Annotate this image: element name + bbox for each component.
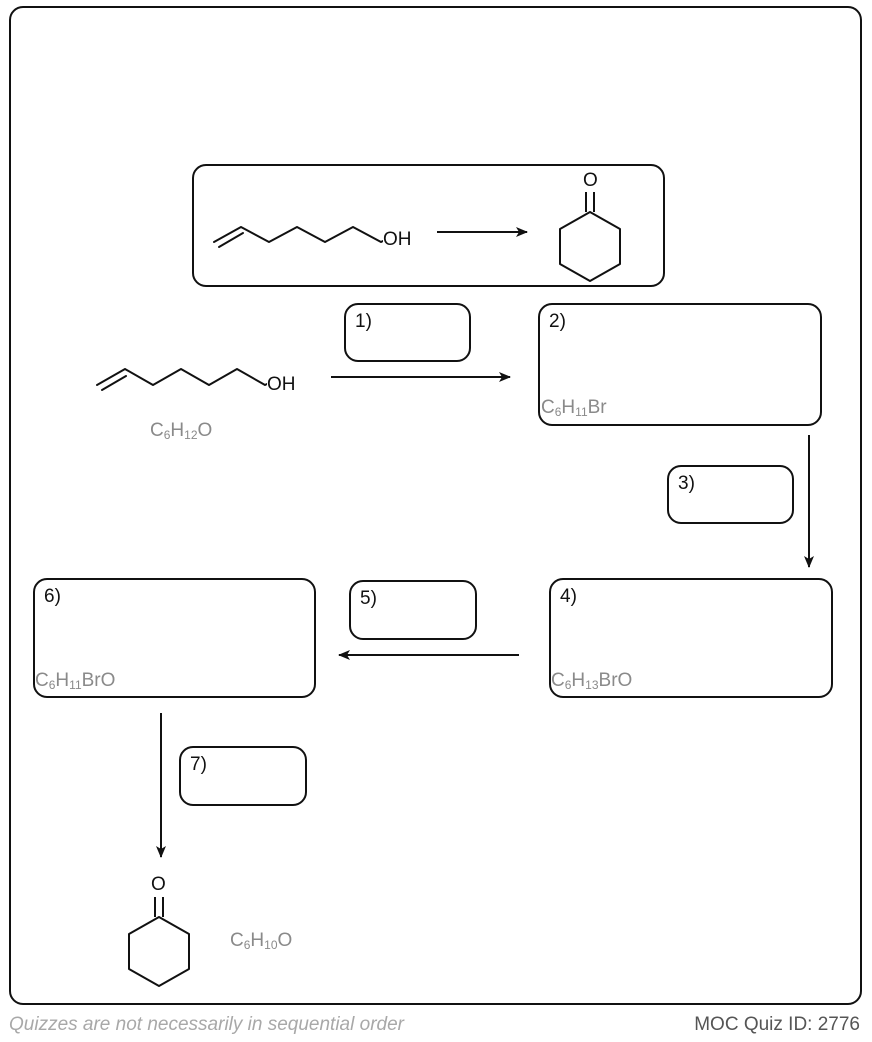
step-1-label: 1)	[355, 311, 372, 332]
box4-formula: C6H13BrO	[551, 670, 632, 692]
summary-cyclohexanone-structure	[559, 192, 621, 282]
formula-part: O	[277, 930, 293, 951]
summary-hexenol-structure	[213, 226, 384, 248]
formula-sub: 10	[264, 938, 278, 952]
formula-sub: 6	[48, 678, 56, 692]
step-1-box[interactable]: 1)	[344, 303, 471, 362]
formula-part: C	[541, 397, 555, 418]
end-formula: C6H10O	[230, 930, 292, 952]
formula-part: H	[55, 670, 70, 691]
summary-oh-label: OH	[383, 229, 412, 251]
formula-sub: 12	[184, 428, 198, 442]
start-hexenol-structure	[96, 368, 268, 391]
summary-o-label: O	[583, 170, 598, 191]
formula-part: O	[197, 420, 213, 441]
step-7-label: 7)	[190, 754, 207, 775]
start-formula: C6H12O	[150, 420, 212, 442]
formula-part: C	[35, 670, 49, 691]
formula-part: C	[150, 420, 164, 441]
formula-sub: 6	[554, 405, 562, 419]
step-5-label: 5)	[360, 588, 377, 609]
step-7-box[interactable]: 7)	[179, 746, 307, 806]
formula-sub: 6	[564, 678, 572, 692]
formula-sub: 11	[575, 405, 588, 419]
footer-note: Quizzes are not necessarily in sequentia…	[9, 1014, 404, 1035]
start-oh-label: OH	[267, 374, 296, 396]
box2-formula: C6H11Br	[541, 397, 607, 419]
quiz-id: MOC Quiz ID: 2776	[694, 1014, 860, 1035]
end-cyclohexanone-structure	[128, 897, 190, 987]
step-4-label: 4)	[560, 586, 577, 607]
step-4-box[interactable]: 4)	[549, 578, 833, 698]
formula-part: BrO	[598, 670, 633, 691]
formula-part: H	[561, 397, 576, 418]
formula-sub: 13	[585, 678, 599, 692]
formula-part: H	[250, 930, 265, 951]
formula-sub: 11	[69, 678, 82, 692]
formula-sub: 6	[243, 938, 251, 952]
step-2-box[interactable]: 2)	[538, 303, 822, 426]
step-3-box[interactable]: 3)	[667, 465, 794, 524]
formula-part: Br	[587, 397, 607, 418]
formula-part: H	[571, 670, 586, 691]
quiz-frame	[9, 6, 862, 1005]
step-6-label: 6)	[44, 586, 61, 607]
formula-sub: 6	[163, 428, 171, 442]
formula-part: H	[170, 420, 185, 441]
formula-part: C	[551, 670, 565, 691]
step-2-label: 2)	[549, 311, 566, 332]
formula-part: BrO	[81, 670, 116, 691]
summary-box	[192, 164, 665, 287]
step-6-box[interactable]: 6)	[33, 578, 316, 698]
end-o-label: O	[151, 874, 166, 895]
formula-part: C	[230, 930, 244, 951]
step-3-label: 3)	[678, 473, 695, 494]
step-5-box[interactable]: 5)	[349, 580, 477, 640]
box6-formula: C6H11BrO	[35, 670, 115, 692]
